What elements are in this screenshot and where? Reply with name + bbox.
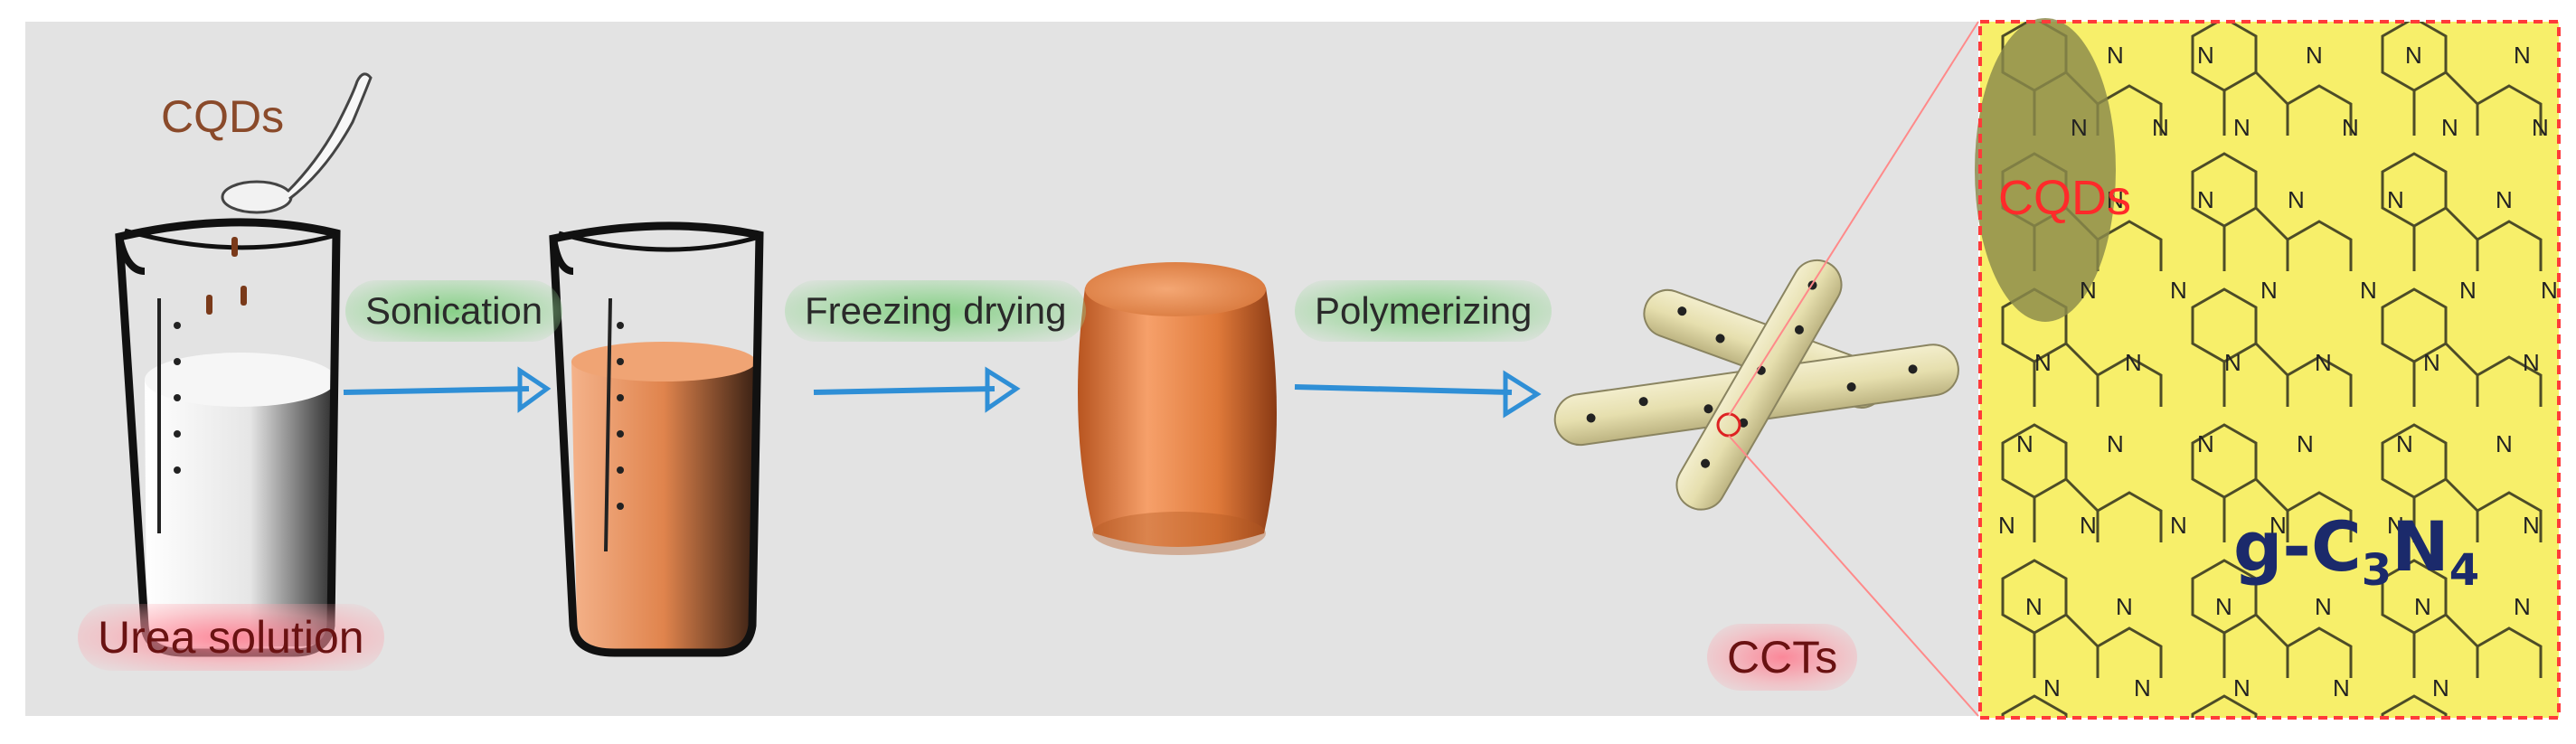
- nitrogen-atom: N: [2071, 114, 2088, 141]
- zoom-cqds-label: CQDs: [1998, 171, 2131, 225]
- nitrogen-atom: N: [2414, 593, 2431, 620]
- nitrogen-atom: N: [2215, 593, 2232, 620]
- nitrogen-atom: N: [2459, 277, 2477, 304]
- orange-beaker: [549, 221, 764, 657]
- nitrogen-atom: N: [2269, 512, 2287, 539]
- nitrogen-atom: N: [2197, 430, 2214, 457]
- nitrogen-atom: N: [2034, 349, 2052, 376]
- freeze-dried-cylinder: [1078, 262, 1278, 555]
- cct-tubes: [1553, 259, 1959, 511]
- nitrogen-atom: N: [2423, 349, 2440, 376]
- arrow-polymerizing: [1294, 370, 1542, 419]
- nitrogen-atom: N: [2197, 186, 2214, 213]
- nitrogen-atom: N: [2496, 186, 2513, 213]
- nitrogen-atom: N: [2532, 114, 2549, 141]
- nitrogen-atom: N: [2387, 512, 2404, 539]
- nitrogen-atom: N: [2342, 114, 2359, 141]
- nitrogen-atom: N: [2523, 349, 2540, 376]
- nitrogen-atom: N: [2233, 114, 2250, 141]
- nitrogen-atom: N: [2197, 42, 2214, 69]
- nitrogen-atom: N: [2107, 430, 2124, 457]
- nitrogen-atom: N: [2016, 430, 2033, 457]
- nitrogen-atom: N: [2387, 186, 2404, 213]
- nitrogen-atom: N: [2116, 593, 2133, 620]
- diagram-panel: [25, 22, 1978, 716]
- nitrogen-atom: N: [2260, 277, 2278, 304]
- nitrogen-atom: N: [2541, 277, 2558, 304]
- urea-solution-label: Urea solution: [78, 604, 384, 671]
- nitrogen-atom: N: [2496, 430, 2513, 457]
- g-c3n4-label: g-C3N4: [2233, 506, 2480, 597]
- nitrogen-atom-labels: N N N N N N N N N N N N N N N N N N N N N N N N N N N N N N N N N N N N N N N N…: [1998, 42, 2558, 702]
- nitrogen-atom: N: [2523, 512, 2540, 539]
- nitrogen-atom: N: [2396, 430, 2413, 457]
- nitrogen-atom: N: [2432, 674, 2449, 702]
- nitrogen-atom: N: [2315, 593, 2332, 620]
- step-freezing-drying-label: Freezing drying: [785, 280, 1087, 342]
- nitrogen-atom: N: [2306, 42, 2323, 69]
- nitrogen-atom: N: [2170, 512, 2187, 539]
- nitrogen-atom: N: [2107, 186, 2124, 213]
- nitrogen-atom: N: [2288, 186, 2305, 213]
- nitrogen-atom: N: [2107, 42, 2124, 69]
- nitrogen-atom: N: [2025, 593, 2043, 620]
- spoon-icon: [221, 72, 373, 214]
- arrow-freezing-drying: [813, 366, 1021, 413]
- nitrogen-atom: N: [2514, 593, 2531, 620]
- nitrogen-atom: N: [2233, 674, 2250, 702]
- nitrogen-atom: N: [2043, 674, 2061, 702]
- cqds-label: CQDs: [161, 91, 285, 142]
- nitrogen-atom: N: [1998, 512, 2015, 539]
- nitrogen-atom: N: [2152, 114, 2169, 141]
- nitrogen-atom: N: [2125, 349, 2142, 376]
- nitrogen-atom: N: [2360, 277, 2377, 304]
- urea-beaker: [115, 218, 341, 657]
- step-polymerizing-label: Polymerizing: [1295, 280, 1552, 342]
- nitrogen-atom: N: [2514, 42, 2531, 69]
- nitrogen-atom: N: [2297, 430, 2314, 457]
- nitrogen-atom: N: [2333, 674, 2350, 702]
- nitrogen-atom: N: [2405, 42, 2422, 69]
- nitrogen-atom: N: [2441, 114, 2458, 141]
- zoom-panel: [1975, 18, 2561, 720]
- ccts-label: CCTs: [1707, 624, 1858, 691]
- nitrogen-atom: N: [2080, 277, 2097, 304]
- step-sonication-label: Sonication: [345, 280, 563, 342]
- arrow-sonication: [343, 366, 552, 413]
- nitrogen-atom: N: [2170, 277, 2187, 304]
- nitrogen-atom: N: [2080, 512, 2097, 539]
- nitrogen-atom: N: [2134, 674, 2151, 702]
- nitrogen-atom: N: [2224, 349, 2241, 376]
- nitrogen-atom: N: [2315, 349, 2332, 376]
